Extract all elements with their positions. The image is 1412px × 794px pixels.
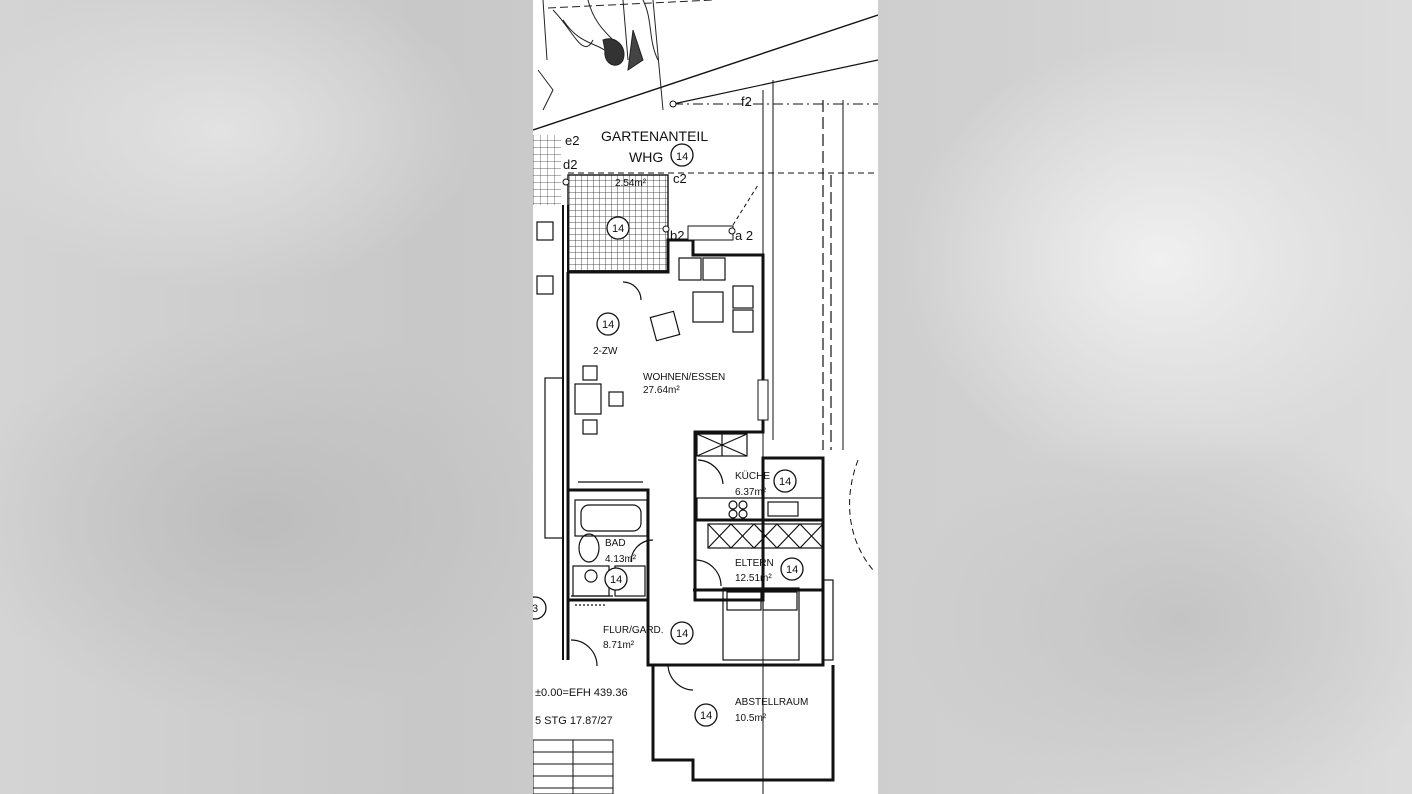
living-furniture	[574, 257, 754, 435]
unit-type: 2-ZW	[593, 346, 618, 357]
unit-marker-bath	[604, 567, 628, 591]
point-b2: b2	[670, 228, 684, 243]
unit-marker-hall	[670, 621, 694, 645]
garden-label: GARTENANTEIL	[601, 128, 708, 144]
garden-sketch	[537, 0, 664, 111]
unit-marker-storage	[694, 703, 718, 727]
unit-marker-bedroom	[780, 557, 804, 581]
point-d2: d2	[563, 157, 577, 172]
garden-label-whg: WHG	[629, 149, 663, 165]
unit-marker-neighbor	[533, 596, 547, 620]
room-name-bath: BAD	[605, 538, 626, 549]
terrace-unit-number: 14	[612, 223, 624, 235]
unit-marker-terrace	[606, 216, 630, 240]
room-name-kitchen: KÜCHE	[735, 470, 770, 482]
garden-area: 2.54m²	[615, 178, 647, 189]
stair-label: 5 STG 17.87/27	[535, 715, 613, 727]
unit-marker-living	[596, 312, 620, 336]
left-wall	[536, 205, 569, 660]
unit-marker-kitchen	[773, 469, 797, 493]
living-unit-number: 14	[602, 319, 614, 331]
room-name-bedroom: ELTERN	[735, 558, 774, 569]
hall-unit-number: 14	[676, 628, 688, 640]
room-name-living: WOHNEN/ESSEN	[643, 372, 725, 383]
room-area-bath: 4.13m²	[605, 554, 637, 565]
room-area-living: 27.64m²	[643, 385, 680, 396]
garden-unit-number: 14	[676, 151, 688, 163]
point-f2: f2	[741, 94, 752, 109]
storage-unit-number: 14	[700, 710, 712, 722]
bedroom-unit-number: 14	[786, 564, 798, 576]
point-c2: c2	[673, 171, 687, 186]
point-e2: e2	[565, 133, 579, 148]
level-label: ±0.00=EFH 439.36	[535, 687, 628, 699]
hatched-strip	[533, 135, 561, 205]
room-name-hall: FLUR/GARD.	[603, 625, 664, 636]
unit-marker-garden	[670, 143, 694, 167]
room-area-hall: 8.71m²	[603, 640, 635, 651]
floor-plan-image: GARTENANTEIL WHG 14 f2 e2 d2 c2 b2 a 2 2…	[533, 0, 878, 794]
property-lines	[533, 14, 878, 794]
kitchen-unit-number: 14	[779, 476, 791, 488]
point-a2: a 2	[735, 228, 753, 243]
bedroom-furniture	[694, 559, 834, 661]
neighbor-unit-number: 3	[533, 603, 538, 615]
kitchen-fixtures	[696, 433, 824, 549]
room-area-bedroom: 12.51m²	[735, 573, 772, 584]
stairs	[533, 739, 614, 794]
room-area-storage: 10.5m²	[735, 713, 767, 724]
bath-unit-number: 14	[610, 574, 622, 586]
room-name-storage: ABSTELLRAUM	[735, 697, 808, 708]
room-area-kitchen: 6.37m²	[735, 487, 767, 498]
